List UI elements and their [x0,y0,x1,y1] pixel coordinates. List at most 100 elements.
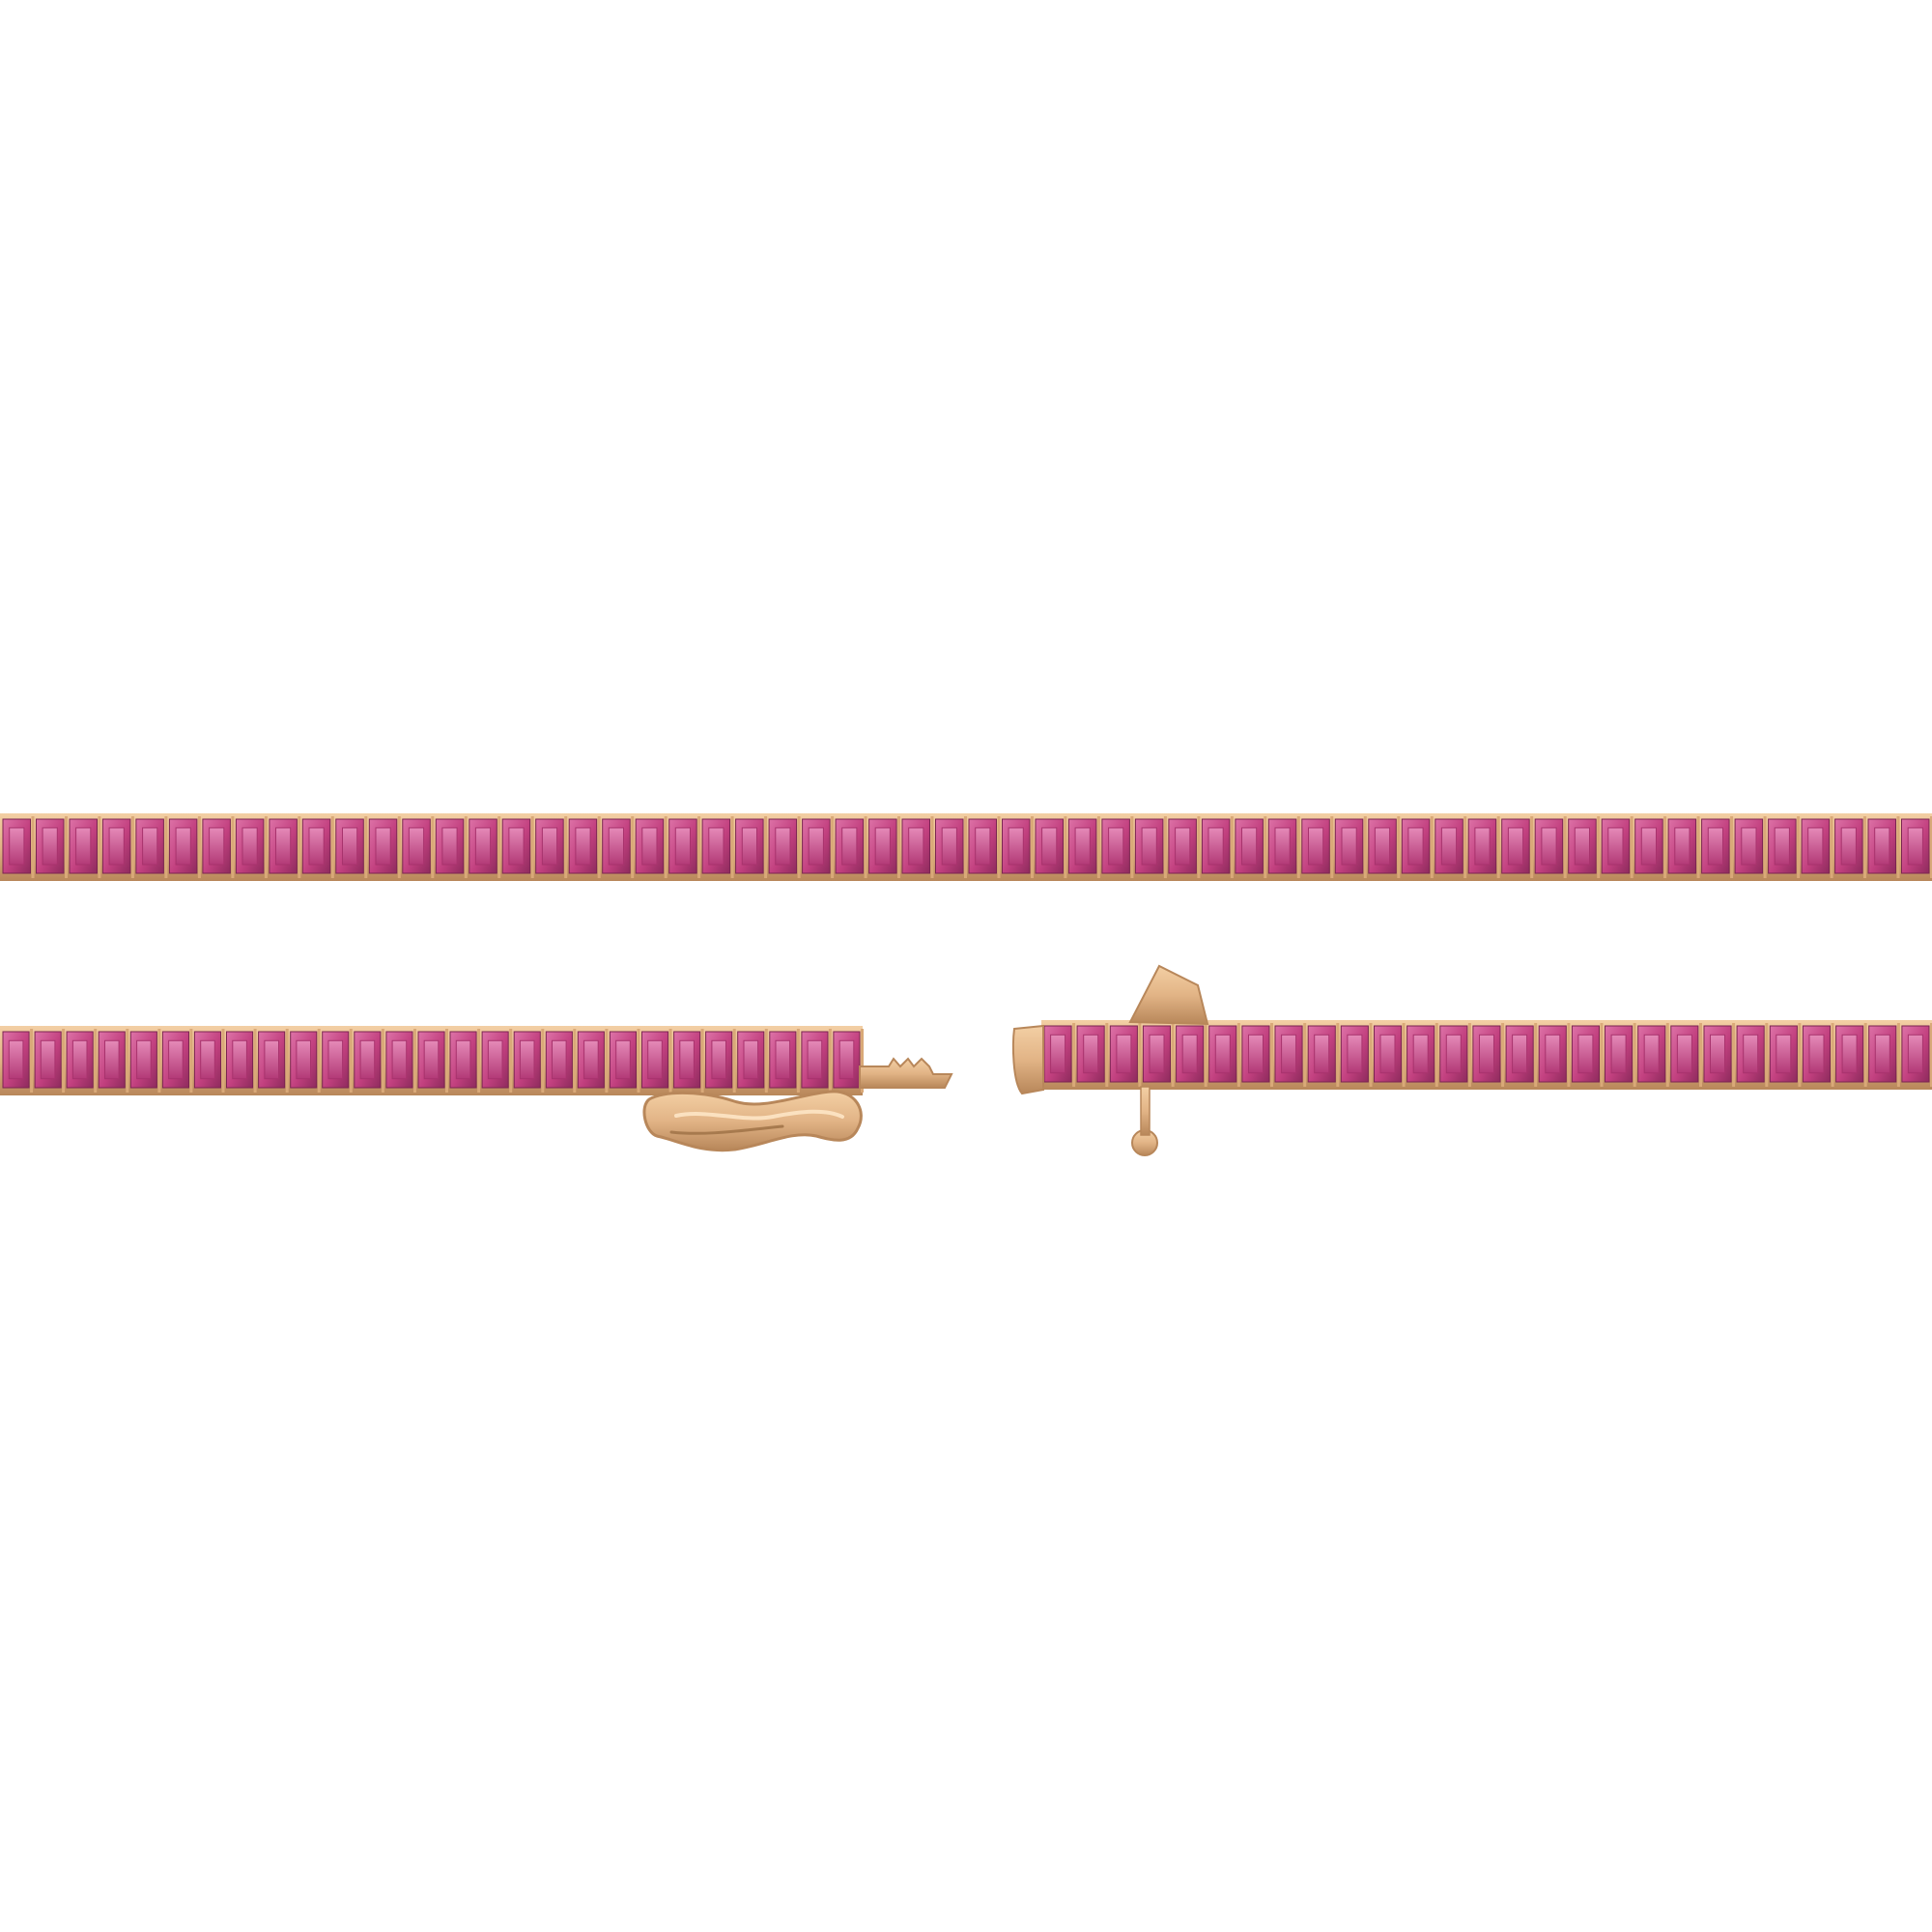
stone-link [1406,1023,1438,1087]
stone-link [545,1029,577,1093]
stone-link [1505,1023,1538,1087]
stone-link [1307,1023,1340,1087]
stone-link [193,1029,225,1093]
stone-link [290,1029,321,1093]
stone-link [1235,816,1267,878]
stone-link [161,1029,193,1093]
stone-link [1867,816,1900,878]
stone-link [1201,816,1234,878]
stone-link [354,1029,384,1093]
stone-link [1605,1023,1636,1087]
stone-link [513,1029,545,1093]
stone-link [417,1029,448,1093]
stone-link [735,816,768,878]
stone-link [577,1029,609,1093]
stone-link [1801,816,1833,878]
stone-link [1736,1023,1769,1087]
stone-link [568,816,601,878]
stone-link [1274,1023,1307,1087]
stone-link [1637,1023,1669,1087]
stone-link [2,1029,34,1093]
stone-link [641,1029,672,1093]
stone-link [1043,1023,1076,1087]
stone-link [769,1029,800,1093]
stone-link [1568,816,1601,878]
stone-link [226,1029,257,1093]
stone-link [1134,816,1167,878]
stone-link [609,1029,640,1093]
stone-link [1667,816,1700,878]
stone-link [968,816,1001,878]
stone-link [402,816,435,878]
stone-link [802,816,835,878]
stone-link [469,816,501,878]
stone-link [368,816,401,878]
stone-link [1901,816,1932,878]
stone-link [269,816,301,878]
stone-link [1208,1023,1240,1087]
stone-link [235,816,268,878]
stone-link [1002,816,1034,878]
stone-link [535,816,568,878]
stone-link [737,1029,768,1093]
stone-link [901,816,934,878]
stone-link [1267,816,1300,878]
stone-link [1374,1023,1406,1087]
stone-link [1101,816,1134,878]
upper-strand [0,813,1932,881]
stone-link [69,816,101,878]
safety-latch [642,1090,863,1152]
stone-link [1501,816,1534,878]
stone-link [202,816,235,878]
stone-link [258,1029,289,1093]
stone-link [435,816,468,878]
stone-link [602,816,635,878]
stone-link [322,1029,353,1093]
stone-link [1734,816,1767,878]
stone-link [34,1029,66,1093]
stone-link [135,816,168,878]
stone-link [1142,1023,1175,1087]
stone-link [98,1029,129,1093]
stone-link [1334,816,1367,878]
stone-link [1670,1023,1702,1087]
stone-link [36,816,68,878]
stone-link [481,1029,513,1093]
stone-link [66,1029,98,1093]
stone-link [501,816,534,878]
stone-link [1472,1023,1505,1087]
stone-link [1241,1023,1273,1087]
stone-link [705,1029,736,1093]
stone-link [1901,1023,1932,1087]
stone-link [1703,1023,1736,1087]
lower-left-strand [0,1026,864,1095]
stone-link [1368,816,1401,878]
stone-link [1538,1023,1571,1087]
stone-link [701,816,734,878]
stone-link [301,816,334,878]
stone-link [1435,816,1467,878]
stone-link [833,1029,864,1093]
stone-link [449,1029,481,1093]
stone-link [1769,1023,1802,1087]
stone-link [1601,816,1634,878]
stone-link [1035,816,1067,878]
stone-link [1534,816,1567,878]
stone-link [1301,816,1334,878]
stone-link [1768,816,1801,878]
stone-link [635,816,668,878]
box-clasp-housing [1011,964,1209,1156]
stone-link [385,1029,416,1093]
stone-link [768,816,801,878]
stone-link [835,816,867,878]
stone-link [129,1029,161,1093]
stone-link [2,816,35,878]
stone-link [168,816,201,878]
stone-link [1634,816,1667,878]
stone-link [1067,816,1100,878]
stone-link [1835,1023,1867,1087]
stone-link [335,816,368,878]
stone-link [1571,1023,1604,1087]
